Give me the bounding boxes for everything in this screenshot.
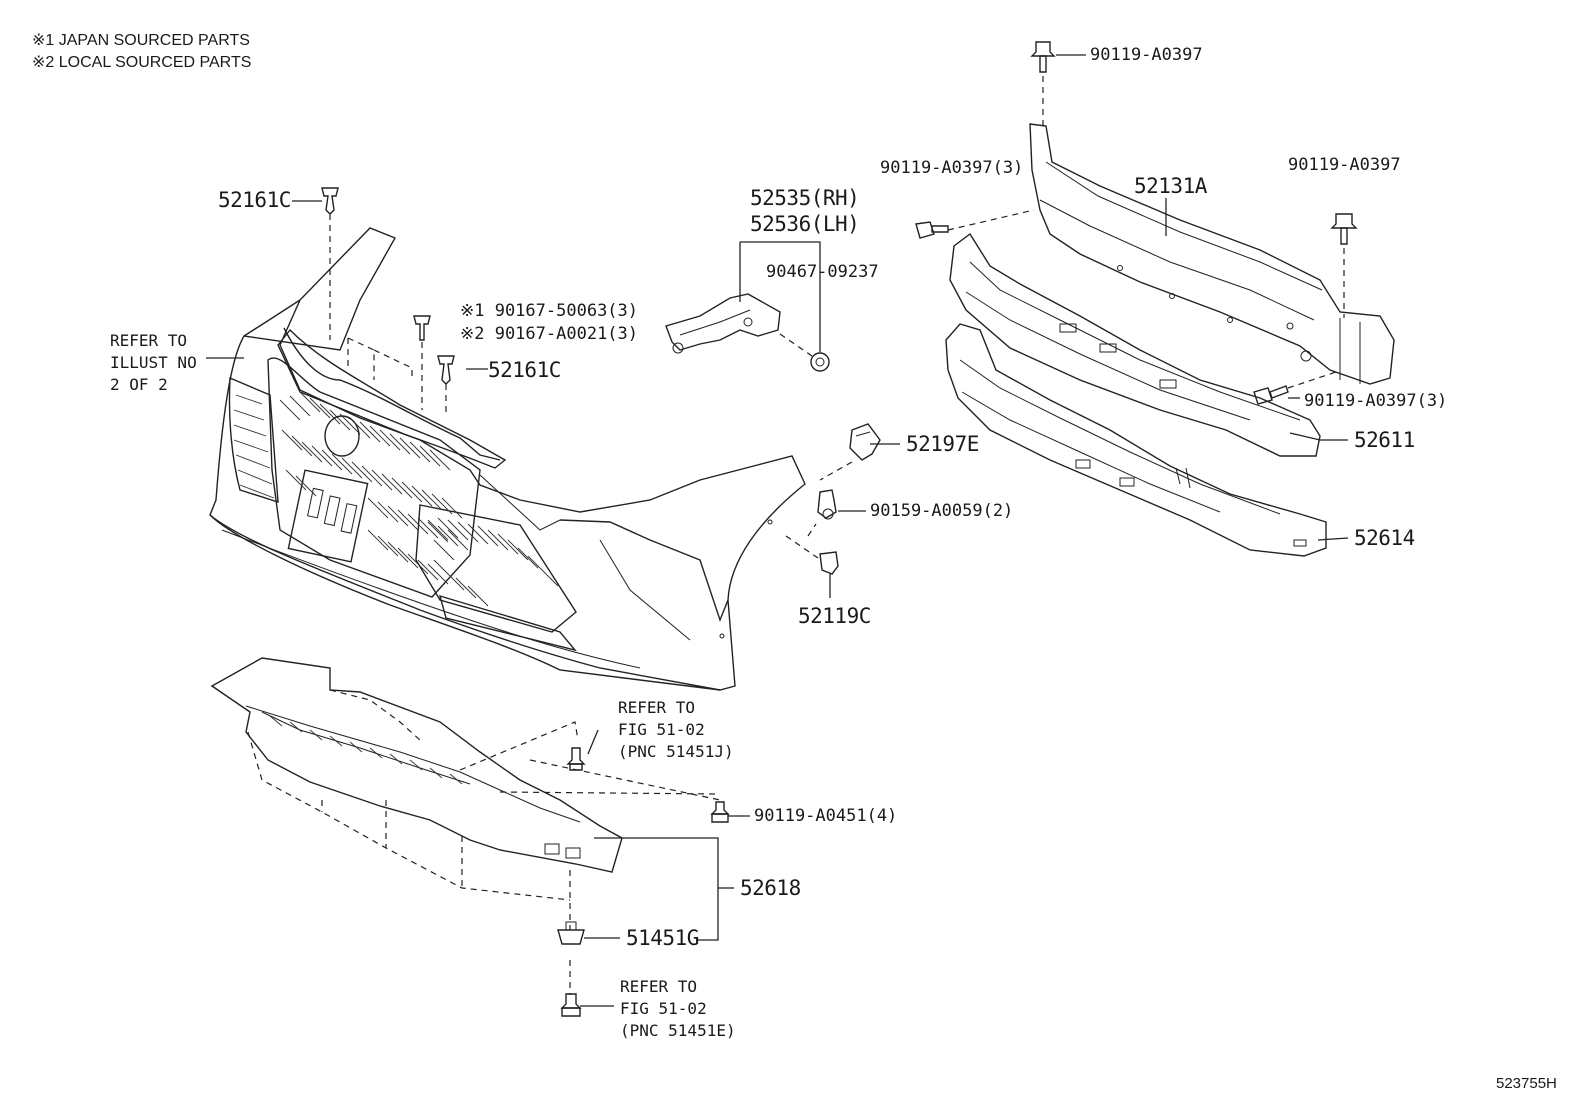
energy-absorber-52611 (949, 232, 1321, 457)
label-52611: 52611 (1354, 428, 1415, 452)
clip-52161c-top (321, 187, 339, 340)
label-52119c: 52119C (798, 604, 871, 628)
label-52618: 52618 (740, 876, 801, 900)
lower-spoiler-52618 (210, 657, 623, 873)
label-90119-lower: 90119-A0397(3) (1304, 391, 1448, 411)
label-90167-japan: ※1 90167-50063(3) (460, 301, 639, 321)
label-90467: 90467-09237 (766, 262, 879, 282)
label-52536-lh: 52536(LH) (750, 212, 860, 236)
bumper-arm-52535 (665, 293, 781, 354)
bolt-90119-right (1330, 213, 1358, 318)
label-90119-left: 90119-A0397(3) (880, 158, 1024, 178)
label-51451g: 51451G (626, 926, 699, 950)
ref-fig-51451e: REFER TO FIG 51-02 (PNC 51451E) (620, 977, 736, 1040)
label-52614: 52614 (1354, 526, 1415, 550)
bolt-90119-lower (1253, 371, 1337, 405)
label-90119-top: 90119-A0397 (1090, 45, 1203, 65)
bolt-90119-left (915, 209, 1035, 239)
bolt-51451e (560, 993, 582, 1017)
upper-clip-lines (347, 337, 413, 380)
bolt-90119-top (1030, 41, 1056, 130)
label-52197e: 52197E (906, 432, 979, 456)
bumper-reinforcement-52131a (1029, 123, 1395, 385)
clip-90467 (779, 333, 830, 372)
note-local-sourced: ※2 LOCAL SOURCED PARTS (32, 54, 252, 71)
clip-52119c (785, 535, 839, 575)
label-52131a: 52131A (1134, 174, 1207, 198)
label-90119-a0451: 90119-A0451(4) (754, 806, 898, 826)
screw-90159 (807, 489, 837, 537)
screw-90167 (413, 315, 431, 410)
clip-52161c-mid (437, 355, 455, 416)
leader-lines (206, 54, 1349, 1007)
diagram-id: 523755H (1496, 1075, 1557, 1092)
ref-fig-51451j: REFER TO FIG 51-02 (PNC 51451J) (618, 698, 734, 761)
label-90167-local: ※2 90167-A0021(3) (460, 324, 639, 344)
label-52161c-mid: 52161C (488, 358, 561, 382)
retainer-52197e (819, 423, 881, 481)
label-52535-rh: 52535(RH) (750, 186, 860, 210)
bolt-51451j (566, 747, 586, 771)
label-90159: 90159-A0059(2) (870, 501, 1014, 521)
energy-absorber-52614 (945, 323, 1327, 557)
front-bumper-cover (209, 227, 806, 691)
nut-51451g (557, 921, 585, 945)
note-japan-sourced: ※1 JAPAN SOURCED PARTS (32, 32, 250, 49)
label-52161c-top: 52161C (218, 188, 291, 212)
ref-illust-no-2: REFER TO ILLUST NO 2 OF 2 (110, 331, 197, 394)
bolt-90119-a0451 (710, 801, 730, 823)
label-90119-right: 90119-A0397 (1288, 155, 1401, 175)
spoiler-fastener-lines (247, 689, 721, 995)
